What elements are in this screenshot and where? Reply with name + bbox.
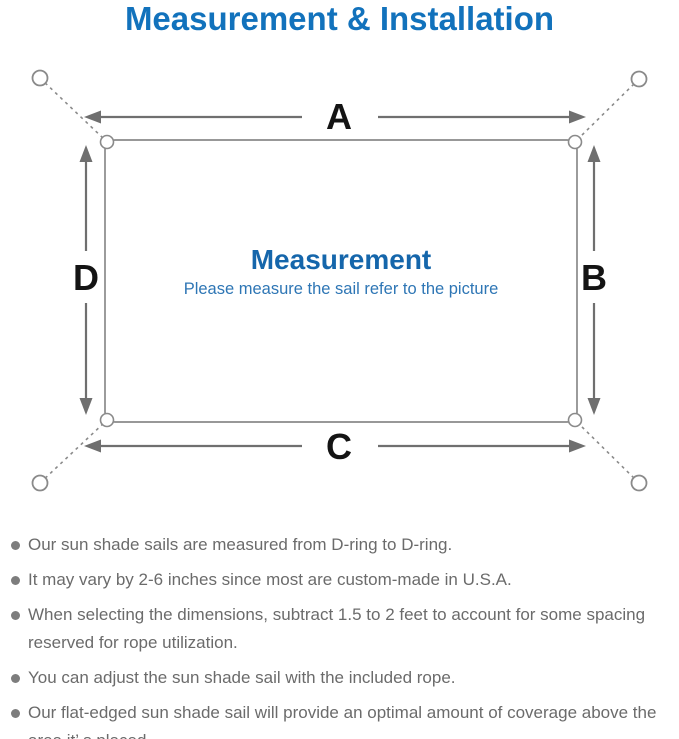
d-ring-top-right-icon (567, 134, 583, 150)
dimension-arrow-b (587, 145, 601, 415)
page-title: Measurement & Installation (124, 0, 555, 37)
dimension-label-d: D (73, 257, 99, 298)
note-text: You can adjust the sun shade sail with t… (28, 668, 456, 687)
list-item: Our sun shade sails are measured from D-… (11, 531, 671, 559)
tension-line-bottom-right (576, 421, 640, 484)
bullet-icon (11, 709, 20, 718)
anchor-ring-bottom-left-icon (31, 474, 49, 492)
list-item: It may vary by 2-6 inches since most are… (11, 566, 671, 594)
dimension-arrow-a (84, 110, 586, 124)
list-item: You can adjust the sun shade sail with t… (11, 664, 671, 692)
bullet-icon (11, 611, 20, 620)
notes-list: Our sun shade sails are measured from D-… (0, 531, 679, 739)
tension-line-top-right (576, 78, 640, 141)
bullet-icon (11, 576, 20, 585)
dimension-label-a: A (326, 96, 352, 137)
tension-lines (39, 77, 640, 484)
d-rings (99, 134, 583, 428)
list-item: When selecting the dimensions, subtract … (11, 601, 671, 657)
note-text: Our flat-edged sun shade sail will provi… (28, 703, 657, 739)
anchor-ring-bottom-right-icon (630, 474, 648, 492)
diagram-center-subtitle: Please measure the sail refer to the pic… (184, 280, 499, 298)
tension-line-top-left (39, 77, 106, 141)
tension-line-bottom-left (39, 421, 106, 484)
list-item: Our flat-edged sun shade sail will provi… (11, 699, 671, 739)
d-ring-top-left-icon (99, 134, 115, 150)
dimension-arrow-d (79, 145, 93, 415)
d-ring-bottom-left-icon (99, 412, 115, 428)
measurement-diagram: A C D B Measurement Please measure the s… (31, 69, 648, 492)
note-text: Our sun shade sails are measured from D-… (28, 535, 453, 554)
sail-outline (104, 139, 578, 423)
anchor-ring-top-left-icon (31, 69, 49, 87)
note-text: It may vary by 2-6 inches since most are… (28, 570, 512, 589)
bullet-icon (11, 674, 20, 683)
note-text: When selecting the dimensions, subtract … (28, 605, 646, 652)
dimension-label-c: C (326, 426, 352, 467)
anchor-rings (31, 69, 648, 492)
d-ring-bottom-right-icon (567, 412, 583, 428)
dimension-label-b: B (581, 257, 607, 298)
dimension-arrow-c (84, 439, 586, 453)
bullet-icon (11, 541, 20, 550)
diagram-center-title: Measurement (251, 244, 432, 275)
anchor-ring-top-right-icon (630, 70, 648, 88)
